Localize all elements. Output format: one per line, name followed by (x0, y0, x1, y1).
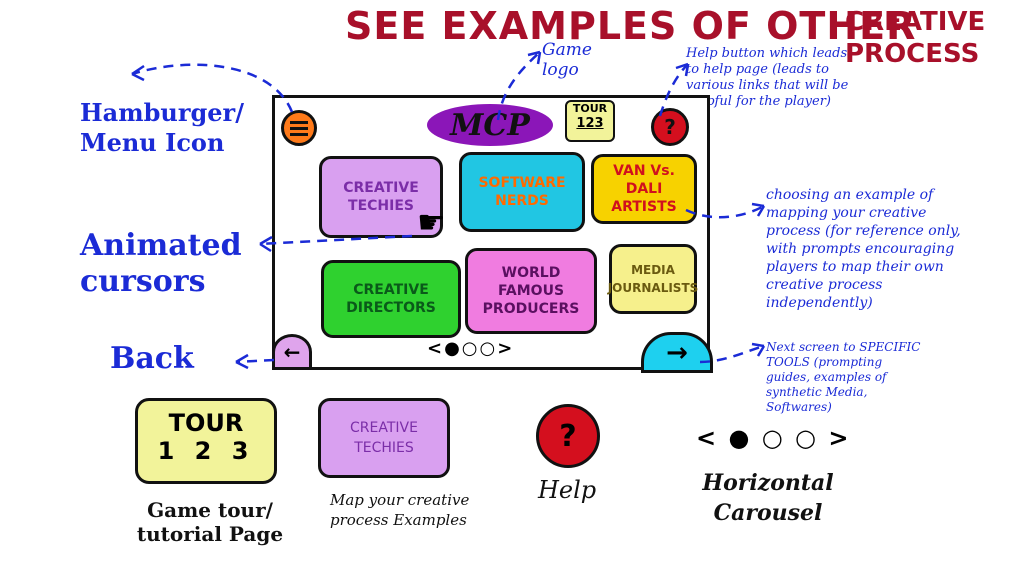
hamburger-menu-icon[interactable] (281, 110, 317, 146)
tile-software-nerds[interactable]: SOFTWARE NERDS (459, 152, 585, 232)
legend-tile-card: CREATIVE TECHIES (318, 398, 450, 478)
tile-label: MEDIA JOURNALISTS (607, 263, 699, 295)
legend-carousel-caption: Horizontal Carousel (702, 470, 834, 526)
tile-creative-techies[interactable]: CREATIVE TECHIES (319, 156, 443, 238)
tile-label: CREATIVE DIRECTORS (346, 282, 436, 316)
annotation-animated-cursors: Animated cursors (80, 228, 242, 299)
legend-tour-caption: Game tour/ tutorial Page (136, 498, 284, 546)
title-tail-line2: PROCESS (845, 39, 980, 69)
tile-label: WORLD FAMOUS PRODUCERS (482, 265, 580, 317)
next-arrow-icon: → (666, 337, 688, 368)
help-button[interactable]: ? (651, 108, 689, 146)
tile-van-vs-dali-artists[interactable]: VAN Vs. DALI ARTISTS (591, 154, 697, 224)
legend-tour-title: TOUR (168, 409, 244, 437)
annotation-choosing-example: choosing an example of mapping your crea… (766, 187, 961, 311)
tile-media-journalists[interactable]: MEDIA JOURNALISTS (607, 244, 699, 314)
tile-creative-directors[interactable]: CREATIVE DIRECTORS (321, 260, 461, 338)
tour-button-steps: 123 (576, 116, 604, 131)
next-button[interactable]: → (641, 332, 713, 373)
legend-carousel-icon: < ● ○ ○ > (696, 424, 851, 452)
back-button[interactable]: ← (272, 334, 312, 370)
tile-label: CREATIVE TECHIES (343, 180, 419, 214)
animated-hand-cursor-icon: ☛ (417, 203, 446, 241)
legend-help-icon: ? (536, 404, 600, 468)
help-icon: ? (664, 115, 676, 139)
legend-help-caption: Help (538, 476, 597, 504)
game-logo-text: MCP (450, 107, 530, 143)
tour-button[interactable]: TOUR 123 (565, 100, 615, 142)
annotation-game-logo: Game logo (542, 40, 592, 80)
legend-tile-caption: Map your creative process Examples (330, 491, 470, 529)
legend-tour-steps: 1 2 3 (157, 437, 255, 465)
page-title: SEE EXAMPLES OF OTHER (345, 4, 917, 48)
annotation-hamburger: Hamburger/ Menu Icon (80, 98, 244, 157)
tile-label: SOFTWARE NERDS (478, 175, 566, 209)
tile-label: VAN Vs. DALI ARTISTS (611, 163, 677, 215)
annotation-next-screen: Next screen to SPECIFIC TOOLS (prompting… (766, 340, 921, 414)
legend-tour-card: TOUR 1 2 3 (135, 398, 277, 484)
horizontal-carousel[interactable]: <●○○> (427, 338, 515, 359)
back-arrow-icon: ← (283, 340, 301, 364)
game-logo[interactable]: MCP (427, 104, 553, 146)
page-title-tail: CREATIVE PROCESS (845, 6, 985, 70)
wireframe-screen: MCP TOUR 123 ? CREATIVE TECHIES SOFTWARE… (272, 95, 713, 373)
tile-world-famous-producers[interactable]: WORLD FAMOUS PRODUCERS (465, 248, 597, 334)
tour-button-label: TOUR (572, 102, 608, 115)
annotation-back: Back (110, 341, 194, 376)
legend-help-glyph: ? (559, 418, 577, 454)
back-arrow (235, 358, 275, 364)
annotation-help-button: Help button which leads to help page (le… (686, 46, 849, 109)
title-tail-line1: CREATIVE (845, 7, 986, 37)
